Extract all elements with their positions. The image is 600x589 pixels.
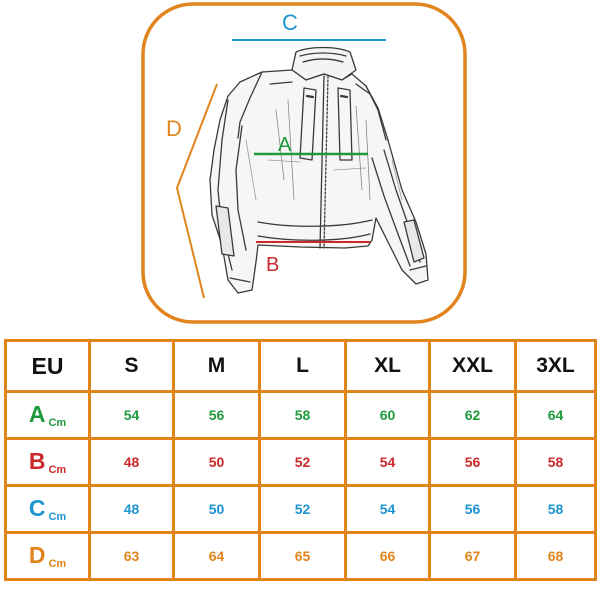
size-header: L [258,339,347,393]
size-header: S [88,339,175,393]
unit-label: Cm [48,558,67,570]
measurement-value: 52 [258,484,347,534]
measurement-value: 66 [344,531,431,581]
size-header: M [172,339,261,393]
measurement-value: 54 [88,390,175,440]
measure-line-d [175,83,218,299]
measurement-value: 58 [514,437,597,487]
measurement-value: 62 [428,390,517,440]
unit-label: Cm [48,417,67,429]
measurement-letter: A [28,401,46,427]
jacket-measurement-figure: C A B D [141,2,467,324]
measurement-value: 54 [344,484,431,534]
size-header-row: EU S M L XL XXL 3XL [4,339,597,393]
label-d: D [166,116,182,141]
measurement-value: 60 [344,390,431,440]
figure-canvas: C A B D [141,2,467,324]
label-c: C [282,10,298,35]
measurement-value: 56 [172,390,261,440]
measurement-value: 64 [172,531,261,581]
measurement-value: 52 [258,437,347,487]
measurement-value: 48 [88,437,175,487]
measurement-letter: C [28,495,46,521]
measurement-value: 63 [88,531,175,581]
measurement-value: 64 [514,390,597,440]
label-a: A [278,134,292,156]
measurement-value: 65 [258,531,347,581]
size-header: XL [344,339,431,393]
measurement-value: 68 [514,531,597,581]
measurement-value: 67 [428,531,517,581]
region-header: EU [4,339,91,393]
measurement-value: 58 [258,390,347,440]
size-header: 3XL [514,339,597,393]
size-header: XXL [428,339,517,393]
label-b: B [266,254,279,276]
measurement-value: 54 [344,437,431,487]
measurement-letter: B [28,448,46,474]
jacket-sketch-icon [209,46,429,294]
unit-label: Cm [48,464,67,476]
measurement-value: 48 [88,484,175,534]
measurement-value: 56 [428,437,517,487]
measurement-value: 50 [172,437,261,487]
measurement-letter: D [28,542,46,568]
unit-label: Cm [48,511,67,523]
measurement-value: 56 [428,484,517,534]
measurement-value: 58 [514,484,597,534]
measurement-value: 50 [172,484,261,534]
